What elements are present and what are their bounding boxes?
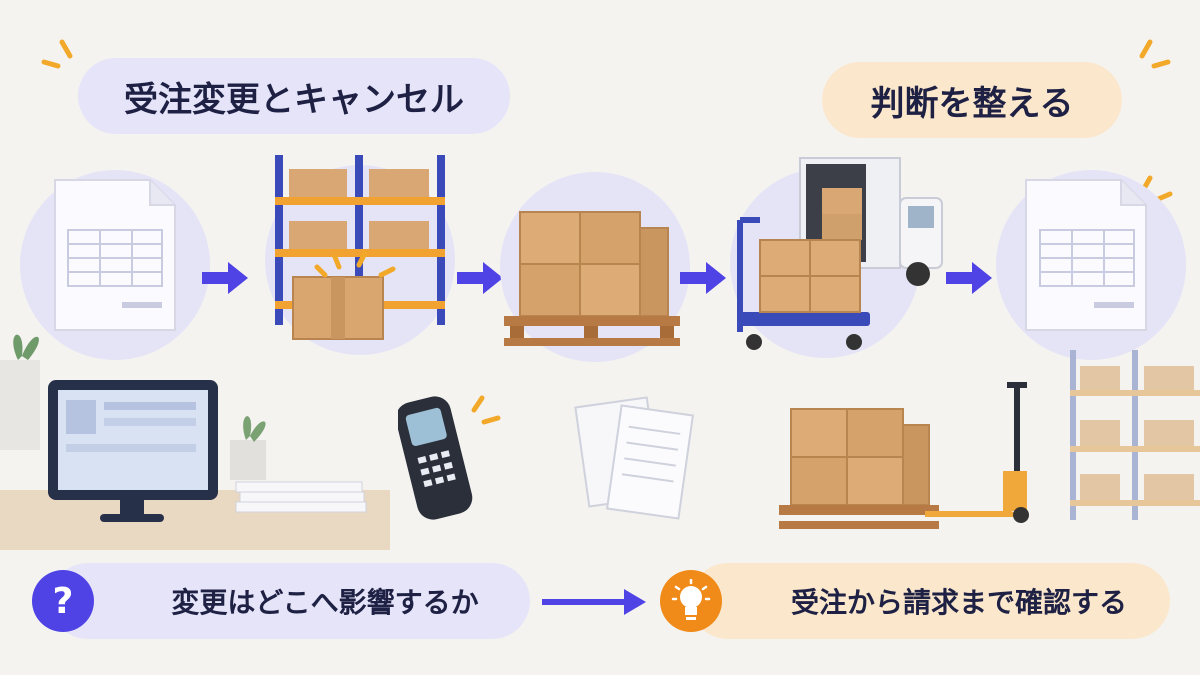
stage-warehouse [265, 155, 455, 355]
office-desk-scene [0, 334, 390, 550]
stage-invoice-document [996, 170, 1186, 360]
truck-cart-icon [737, 157, 943, 350]
question-pill: 変更はどこへ影響するか [50, 563, 530, 639]
warehouse-rack-icon [275, 155, 445, 340]
pallet-jack-scene [779, 382, 1029, 529]
sparkle-icon [41, 39, 73, 69]
barcode-scanner-icon [398, 395, 501, 520]
answer-pill: 受注から請求まで確認する [690, 563, 1170, 639]
title-pill: 受注変更とキャンセル [78, 58, 510, 134]
answer-label: 受注から請求まで確認する [790, 586, 1127, 619]
sparkle-icon [1139, 39, 1171, 69]
invoice-document-icon [1025, 179, 1147, 331]
order-document-icon [54, 179, 176, 331]
background-shelf-scene [1070, 350, 1200, 520]
flow-arrow-icon [202, 262, 248, 294]
bulb-glyph [671, 579, 711, 620]
question-mark-icon: ? [32, 570, 94, 632]
flow-arrow-icon [457, 262, 503, 294]
page-title: 受注変更とキャンセル [124, 79, 464, 120]
pallet-boxes-icon [504, 211, 680, 346]
stage-shipping [730, 157, 943, 358]
question-label: 変更はどこへ影響するか [171, 586, 479, 619]
flow-arrow-icon [680, 262, 726, 294]
long-arrow-icon [542, 589, 646, 615]
goal-label: 判断を整える [870, 83, 1074, 124]
lightbulb-icon [660, 570, 722, 632]
stage-order-document [20, 170, 210, 360]
question-mark: ? [52, 580, 74, 622]
paper-documents-icon [574, 396, 695, 520]
flow-arrow-icon [946, 262, 992, 294]
goal-pill: 判断を整える [822, 62, 1122, 138]
stage-pallet [500, 172, 690, 362]
